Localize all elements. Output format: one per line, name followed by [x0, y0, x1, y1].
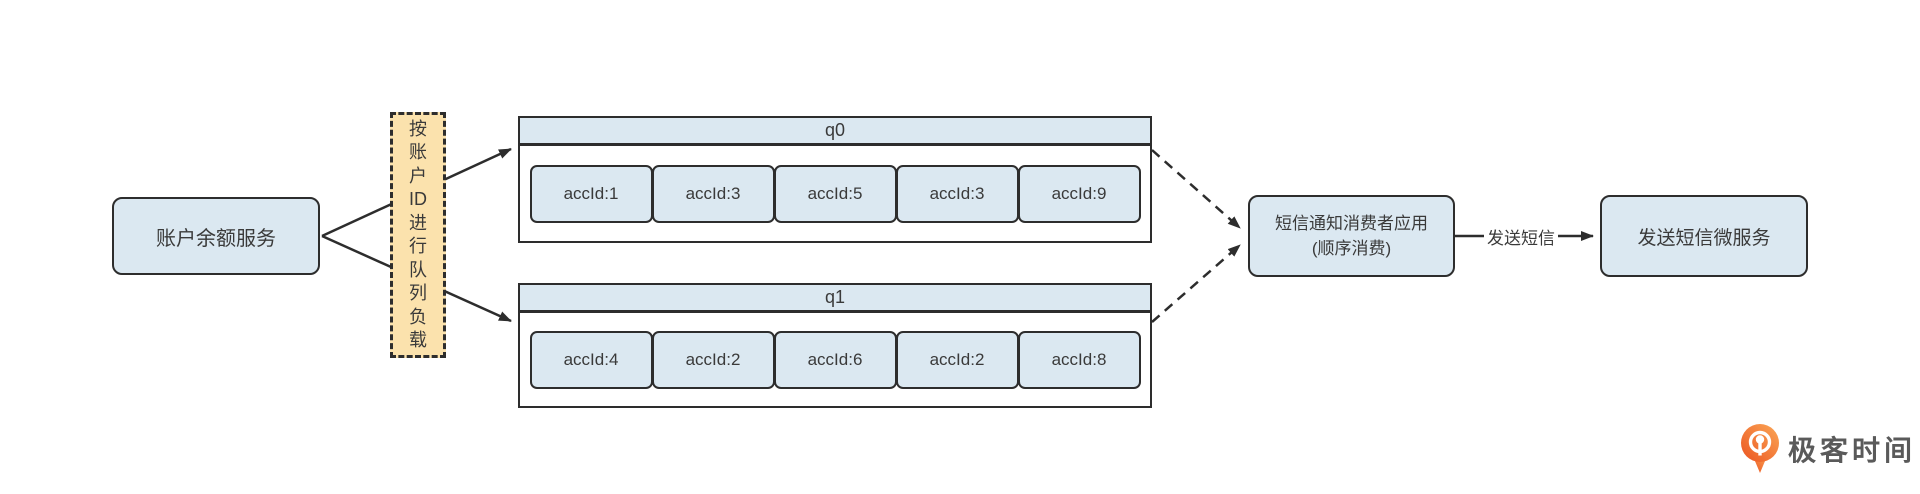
sms-microservice-box: 发送短信微服务 [1600, 195, 1808, 277]
geektime-logo-icon [1741, 424, 1779, 473]
message-label: accId:2 [929, 349, 985, 369]
send-sms-edge-label: 发送短信 [1484, 224, 1558, 249]
note-line: 按 [409, 118, 427, 139]
queue-q0-label: q0 [824, 120, 846, 140]
message-label: accId:2 [685, 349, 741, 369]
message-cell: accId:3 [895, 164, 1019, 223]
message-cell: accId:9 [1017, 164, 1141, 223]
note-line: 负 [409, 306, 427, 327]
note-line: ID [409, 189, 427, 209]
message-label: accId:8 [1051, 349, 1107, 369]
message-cell: accId:2 [895, 330, 1019, 389]
message-label: accId:1 [563, 183, 619, 203]
note-line: 队 [409, 259, 427, 280]
message-cell: accId:2 [651, 330, 775, 389]
queue-load-balance-note: 按 账 户 ID 进 行 队 列 负 载 [390, 112, 446, 358]
geektime-logo: 极客时间 [1738, 422, 1916, 476]
sms-microservice-label: 发送短信微服务 [1637, 227, 1771, 249]
queue-q0-body: accId:1 accId:3 accId:5 accId:3 accId:9 [518, 144, 1152, 243]
account-balance-service-box: 账户余额服务 [112, 197, 320, 275]
sms-consumer-app-label-line2: (顺序消费) [1311, 239, 1392, 258]
message-label: accId:3 [929, 183, 985, 203]
note-line: 进 [409, 212, 427, 233]
note-line: 列 [409, 283, 427, 303]
message-cell: accId:6 [773, 330, 897, 389]
message-cell: accId:4 [529, 330, 653, 389]
message-cell: accId:1 [529, 164, 653, 223]
queue-q1-label: q1 [824, 287, 846, 307]
queue-q1-header: q1 [518, 283, 1152, 312]
message-label: accId:3 [685, 183, 741, 203]
geektime-logo-text: 极客时间 [1788, 435, 1917, 466]
message-cell: accId:8 [1017, 330, 1141, 389]
message-label: accId:5 [807, 183, 863, 203]
message-label: accId:4 [563, 349, 619, 369]
queue-q0-header: q0 [518, 116, 1152, 145]
sms-consumer-app-label-line1: 短信通知消费者应用 [1275, 214, 1428, 233]
note-line: 账 [409, 142, 427, 162]
arrow-q0-to-consumer [1151, 149, 1241, 229]
message-cell: accId:5 [773, 164, 897, 223]
note-line: 载 [409, 330, 427, 350]
queue-q1-body: accId:4 accId:2 accId:6 accId:2 accId:8 [518, 311, 1152, 408]
arrow-q1-to-consumer [1151, 244, 1241, 323]
sms-consumer-app-box: 短信通知消费者应用 (顺序消费) [1248, 195, 1455, 277]
message-label: accId:9 [1051, 183, 1107, 203]
account-balance-service-label: 账户余额服务 [156, 227, 276, 250]
note-line: 行 [409, 236, 427, 256]
message-label: accId:6 [807, 349, 863, 369]
message-cell: accId:3 [651, 164, 775, 223]
note-line: 户 [409, 165, 427, 186]
